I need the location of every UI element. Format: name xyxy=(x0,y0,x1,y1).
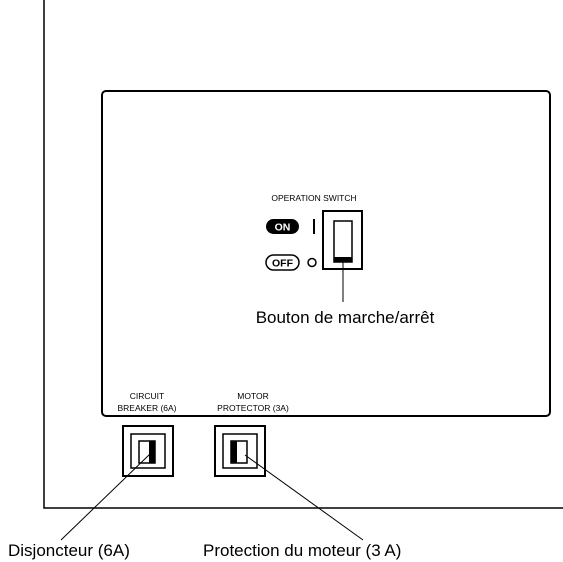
breaker-callout: Disjoncteur (6A) xyxy=(8,541,130,560)
off-label: OFF xyxy=(272,258,294,270)
circuit-breaker-label-2: BREAKER (6A) xyxy=(117,403,176,413)
operation-switch-label: OPERATION SWITCH xyxy=(271,193,356,203)
off-mark xyxy=(307,257,317,268)
circuit-breaker-label-1: CIRCUIT xyxy=(130,391,164,401)
on-indicator: ON xyxy=(266,219,299,234)
operation-switch[interactable] xyxy=(322,210,363,270)
motor-callout: Protection du moteur (3 A) xyxy=(203,541,401,560)
motor-leader-line xyxy=(244,454,364,541)
motor-protector-label-2: PROTECTOR (3A) xyxy=(217,403,289,413)
off-indicator: OFF xyxy=(265,254,300,271)
switch-callout: Bouton de marche/arrêt xyxy=(256,308,435,327)
housing-outline xyxy=(43,0,563,509)
breaker-leader-line xyxy=(60,453,151,541)
circuit-breaker-switch[interactable] xyxy=(122,425,174,477)
on-label: ON xyxy=(275,222,291,234)
motor-protector-switch[interactable] xyxy=(214,425,266,477)
motor-protector-label-1: MOTOR xyxy=(237,391,268,401)
